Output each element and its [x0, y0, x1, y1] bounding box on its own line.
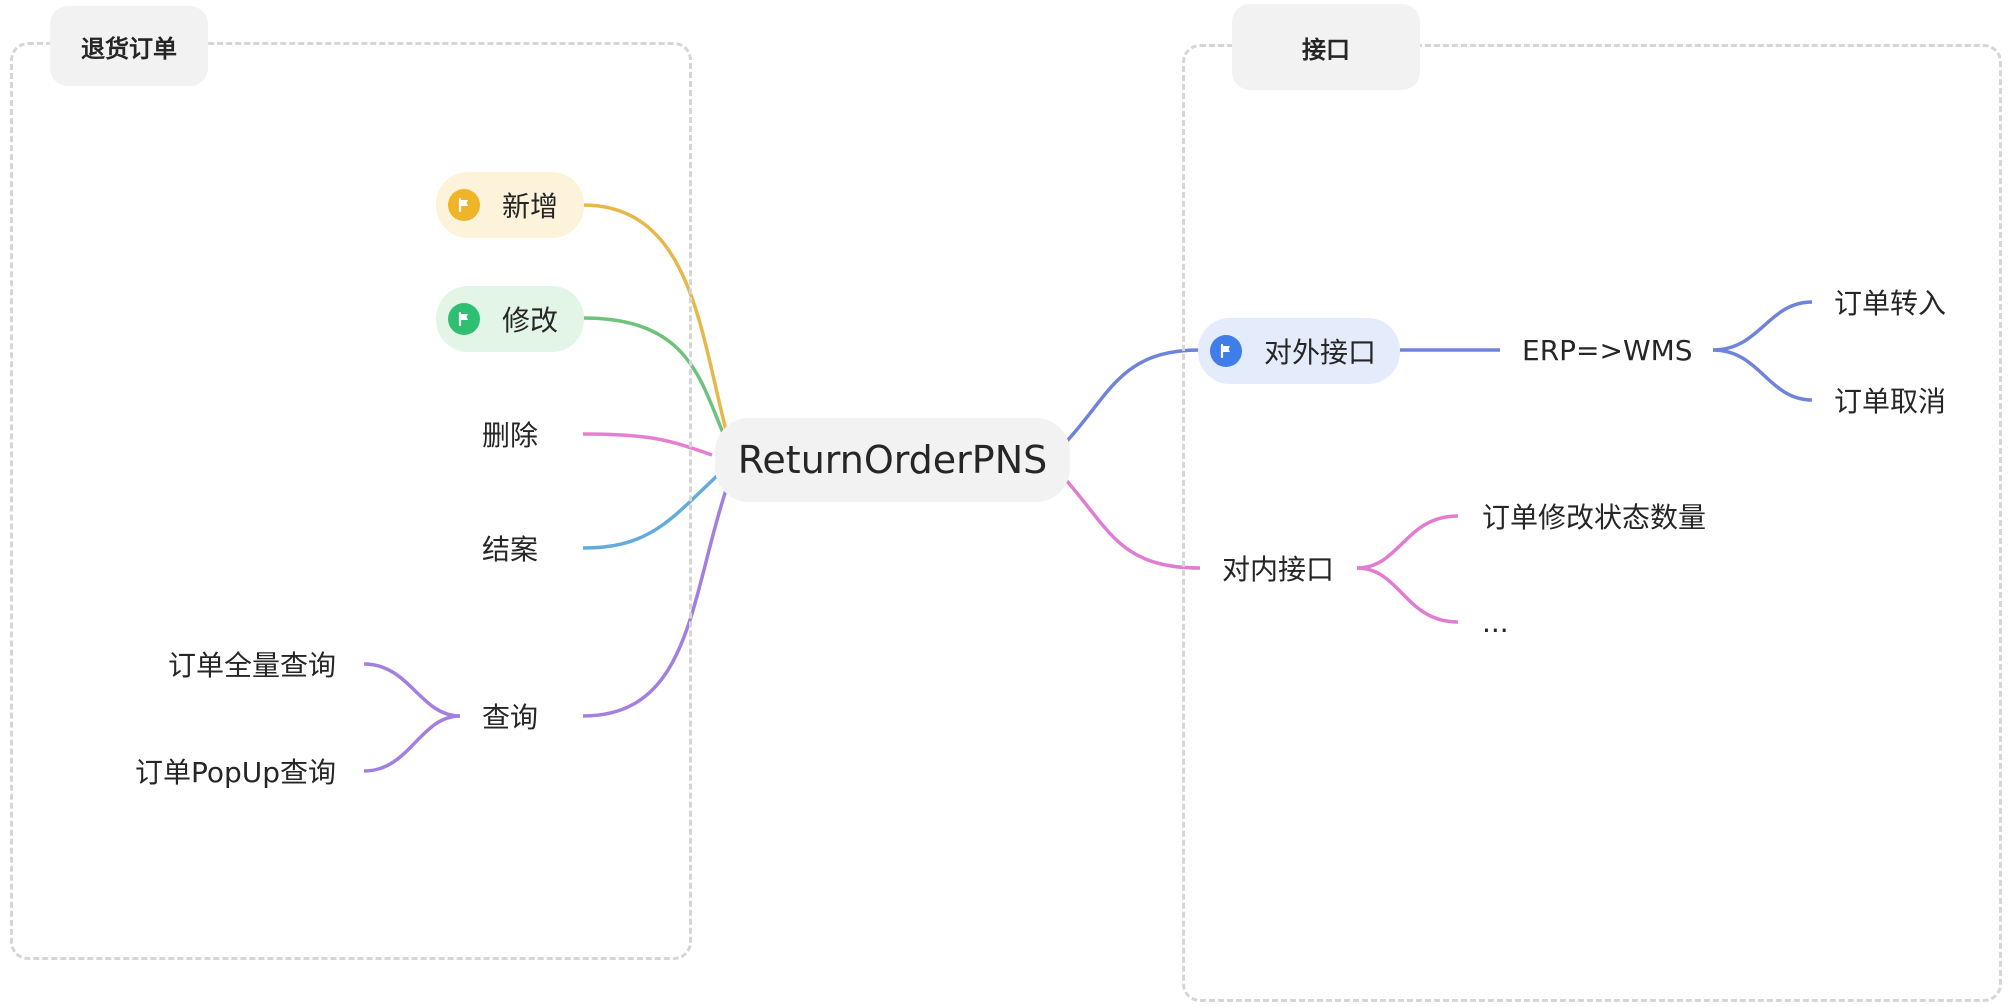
node-internal-interface[interactable]: 对内接口: [1222, 548, 1334, 588]
link-root-external: [1064, 348, 1201, 444]
node-popup-query-label: 订单PopUp查询: [134, 756, 336, 789]
node-full-query[interactable]: 订单全量查询: [100, 644, 336, 684]
node-close[interactable]: 结案: [482, 528, 538, 568]
node-erp-wms[interactable]: ERP=>WMS: [1522, 330, 1693, 370]
node-close-label: 结案: [482, 533, 539, 566]
node-internal-interface-label: 对内接口: [1222, 553, 1335, 586]
group-label-interfaces: 接口: [1232, 4, 1420, 90]
link-query-fullquery: [363, 662, 461, 718]
node-full-query-label: 订单全量查询: [167, 649, 336, 682]
node-add-label: 新增: [502, 190, 559, 223]
blue-flag-icon: [1210, 335, 1242, 367]
node-delete-label: 删除: [482, 419, 539, 452]
link-internal-more: [1356, 566, 1459, 624]
group-label-return-orders: 退货订单: [50, 6, 208, 86]
link-root-delete: [582, 432, 713, 457]
node-more-label: ...: [1482, 605, 1509, 639]
node-order-cancel-label: 订单取消: [1834, 385, 1947, 418]
root-node[interactable]: ReturnOrderPNS: [715, 418, 1070, 502]
node-status-quantity[interactable]: 订单修改状态数量: [1482, 496, 1706, 536]
node-external-interface[interactable]: 对外接口: [1198, 318, 1400, 384]
link-root-query: [582, 489, 728, 718]
link-root-add: [582, 203, 728, 431]
green-flag-icon: [448, 303, 480, 335]
link-erp-import: [1712, 300, 1813, 352]
node-edit-label: 修改: [502, 304, 559, 337]
node-query[interactable]: 查询: [482, 696, 538, 736]
yellow-flag-icon: [448, 189, 480, 221]
node-delete[interactable]: 删除: [482, 414, 538, 454]
node-more[interactable]: ...: [1482, 602, 1509, 642]
node-edit[interactable]: 修改: [436, 286, 584, 352]
node-erp-wms-label: ERP=>WMS: [1522, 333, 1693, 367]
node-external-interface-label: 对外接口: [1264, 336, 1377, 369]
node-order-import-label: 订单转入: [1834, 287, 1947, 320]
node-query-label: 查询: [482, 701, 539, 734]
link-root-edit: [582, 316, 728, 441]
link-internal-status: [1356, 514, 1459, 570]
node-add[interactable]: 新增: [436, 172, 584, 238]
link-root-internal: [1064, 478, 1201, 570]
link-query-popup: [363, 714, 461, 773]
node-order-cancel[interactable]: 订单取消: [1834, 380, 1946, 420]
node-order-import[interactable]: 订单转入: [1834, 282, 1946, 322]
node-popup-query[interactable]: 订单PopUp查询: [60, 751, 336, 791]
group-box-return-orders: [10, 42, 692, 960]
link-root-close: [582, 473, 720, 550]
link-erp-cancel: [1712, 348, 1813, 402]
node-status-quantity-label: 订单修改状态数量: [1482, 501, 1707, 534]
group-box-interfaces: [1182, 44, 2002, 1002]
